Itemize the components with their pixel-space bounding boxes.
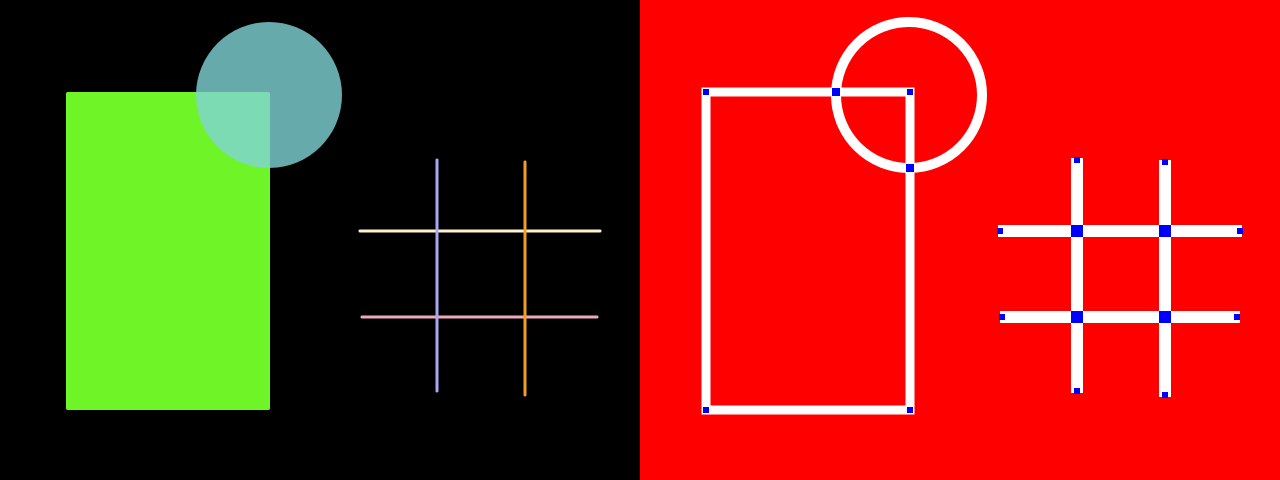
junction-marker: [1234, 314, 1240, 320]
junction-marker: [907, 407, 913, 413]
junction-marker: [1074, 157, 1080, 163]
junction-marker: [1074, 388, 1080, 394]
junction-marker: [907, 89, 913, 95]
left-scene: [66, 22, 602, 410]
left-panel-original: [66, 22, 602, 410]
junction-marker: [997, 228, 1003, 234]
junction-marker: [906, 164, 914, 172]
junction-marker: [1071, 225, 1083, 237]
junction-markers: [703, 88, 1243, 413]
junction-marker: [1159, 311, 1171, 323]
translucent-circle: [196, 22, 342, 168]
right-scene: [640, 0, 1280, 480]
junction-marker: [1162, 392, 1168, 398]
junction-marker: [703, 89, 709, 95]
junction-marker: [703, 407, 709, 413]
junction-marker: [832, 88, 840, 96]
junction-marker: [1159, 225, 1171, 237]
rectangle-outline: [701, 87, 915, 415]
junction-marker: [999, 314, 1005, 320]
right-panel-outlines: [640, 0, 1280, 480]
junction-marker: [1071, 311, 1083, 323]
junction-marker: [1237, 228, 1243, 234]
junction-marker: [1162, 159, 1168, 165]
green-rectangle: [66, 92, 270, 410]
right-background: [640, 0, 1280, 480]
